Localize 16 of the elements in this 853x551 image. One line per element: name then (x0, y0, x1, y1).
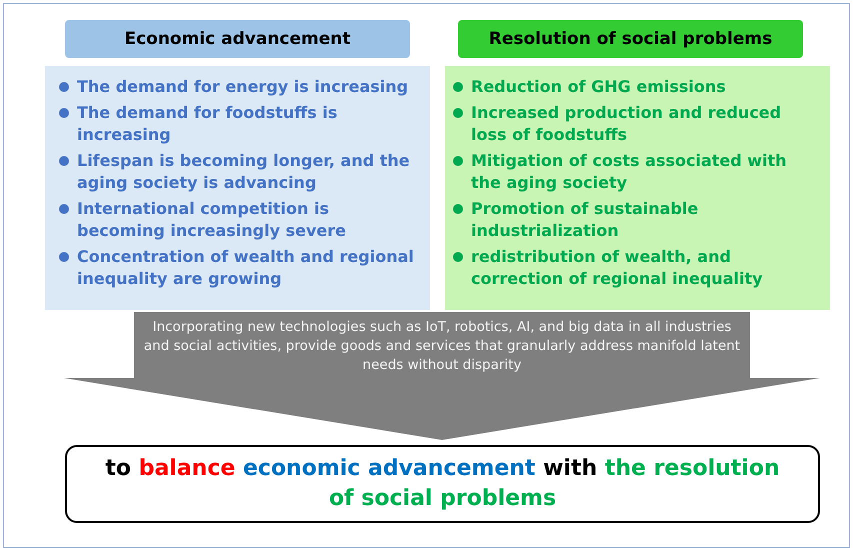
list-panel (445, 66, 830, 310)
heading-box: Economic advancement (65, 20, 410, 58)
list-item-text: Lifespan is becoming longer, and the aging society is advancing (77, 150, 411, 194)
list-item-text: Increased production and reduced loss of foodstuffs (471, 102, 782, 146)
list-item-text: The demand for foodstuffs is increasing (77, 102, 338, 146)
heading-box: Resolution of social problems (458, 20, 803, 58)
list-item-text: Mitigation of costs associated with the aging society (471, 150, 788, 194)
result-text: to balance economic advancement with the resolution of social problems (104, 455, 781, 513)
result-box (65, 445, 820, 523)
arrow-text: Incorporating new technologies such as IoT, robotics, AI, and big data in all industries and social activities, provide goods and services that granularly address manifold latent needs without disparity (142, 318, 742, 375)
list-item-text: Concentration of wealth and regional inequality are growing (77, 246, 415, 290)
list-item-text: Reduction of GHG emissions (471, 76, 726, 98)
list-item-text: redistribution of wealth, and correction of regional inequality (471, 246, 764, 290)
list-item-text: The demand for energy is increasing (77, 76, 408, 98)
list-panel (45, 66, 430, 310)
list-item-text: International competition is becoming increasingly severe (77, 198, 347, 242)
